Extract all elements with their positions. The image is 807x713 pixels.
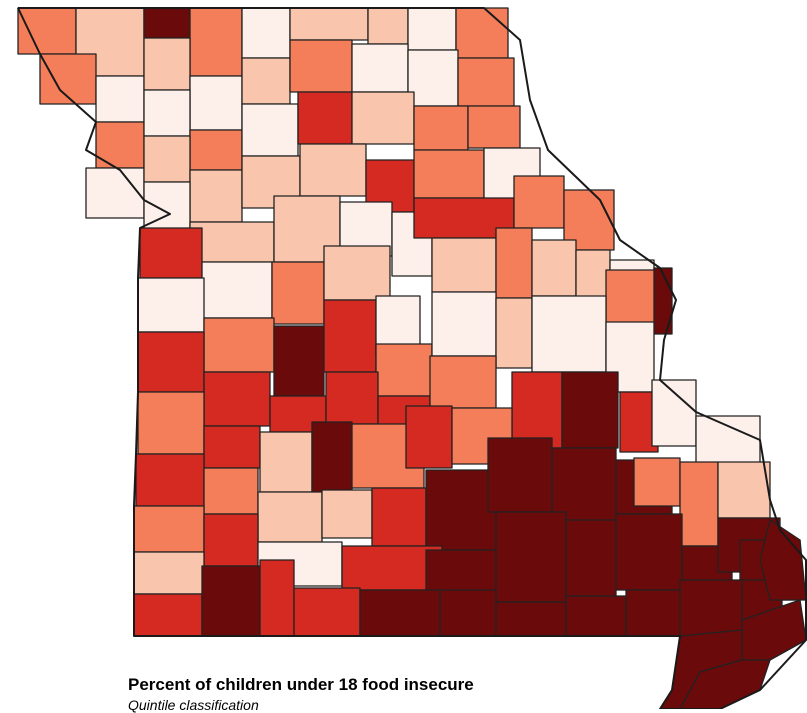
- county-20: [143, 89, 191, 137]
- county-113: [565, 595, 627, 637]
- county-bootheel-4: [759, 519, 807, 601]
- state-outline: [17, 7, 807, 709]
- county-91: [633, 457, 681, 507]
- county-13: [189, 75, 243, 131]
- county-95: [203, 513, 259, 567]
- county-bootheel-3: [679, 659, 771, 709]
- county-62: [531, 295, 607, 373]
- county-14: [241, 57, 291, 105]
- county-28: [143, 135, 191, 183]
- county-48: [495, 227, 533, 299]
- county-27: [85, 167, 145, 219]
- county-70: [511, 371, 563, 449]
- county-115: [679, 579, 743, 637]
- county-92: [679, 461, 719, 547]
- county-77: [259, 431, 313, 493]
- county-8: [407, 7, 457, 51]
- county-64: [137, 331, 205, 393]
- county-82: [135, 453, 205, 507]
- county-6: [289, 7, 369, 41]
- county-17: [407, 49, 459, 107]
- county-105: [133, 551, 205, 595]
- county-94: [133, 505, 205, 553]
- county-60: [431, 291, 497, 357]
- county-110: [359, 589, 441, 637]
- county-26: [467, 105, 521, 149]
- county-71: [561, 371, 619, 449]
- county-108: [259, 559, 295, 637]
- county-57: [323, 299, 377, 373]
- county-24: [351, 91, 415, 145]
- county-9: [455, 7, 509, 59]
- county-88: [487, 437, 553, 513]
- county-73: [651, 379, 697, 447]
- county-11: [95, 75, 145, 123]
- county-10: [39, 53, 97, 105]
- county-112: [495, 601, 567, 637]
- county-85: [321, 489, 373, 539]
- county-31: [299, 143, 367, 197]
- county-18: [457, 57, 515, 107]
- county-107: [201, 565, 261, 637]
- county-41: [513, 175, 565, 229]
- county-22: [241, 103, 299, 157]
- county-1: [17, 7, 77, 55]
- county-75: [137, 391, 205, 455]
- county-29: [189, 169, 243, 223]
- county-56: [273, 325, 325, 397]
- county-65: [203, 371, 271, 427]
- county-5: [241, 7, 291, 59]
- county-12: [143, 37, 191, 91]
- county-86: [371, 487, 427, 547]
- county-76: [203, 425, 261, 469]
- county-21: [189, 129, 243, 171]
- county-25: [413, 105, 469, 151]
- county-61: [495, 297, 533, 369]
- county-99: [495, 511, 567, 603]
- county-23: [297, 91, 353, 145]
- county-80: [405, 405, 453, 469]
- county-55: [203, 317, 275, 373]
- county-7: [367, 7, 409, 45]
- county-67: [325, 371, 379, 425]
- county-100: [565, 519, 617, 597]
- county-44: [201, 261, 273, 319]
- county-74: [695, 415, 761, 469]
- county-83: [203, 467, 259, 515]
- county-43: [139, 227, 203, 279]
- county-84: [257, 491, 323, 543]
- county-87: [425, 469, 497, 551]
- county-114: [625, 589, 683, 637]
- map-subtitle: Quintile classification: [128, 697, 259, 713]
- county-47: [431, 237, 497, 293]
- county-46: [323, 245, 391, 301]
- county-78: [311, 421, 353, 493]
- county-109: [293, 587, 361, 637]
- map-title: Percent of children under 18 food insecu…: [128, 675, 474, 694]
- county-106: [133, 593, 203, 637]
- county-4: [189, 7, 243, 77]
- county-15: [289, 39, 353, 93]
- county-93: [717, 461, 771, 519]
- county-111: [439, 589, 497, 637]
- county-33: [413, 149, 485, 199]
- county-69: [429, 355, 497, 409]
- county-45: [271, 261, 325, 325]
- county-16: [351, 43, 409, 93]
- county-bootheel-2: [741, 599, 807, 661]
- county-3: [143, 7, 191, 39]
- county-101: [615, 513, 683, 591]
- county-59: [375, 343, 433, 397]
- county-49: [531, 239, 577, 297]
- county-54: [137, 277, 205, 333]
